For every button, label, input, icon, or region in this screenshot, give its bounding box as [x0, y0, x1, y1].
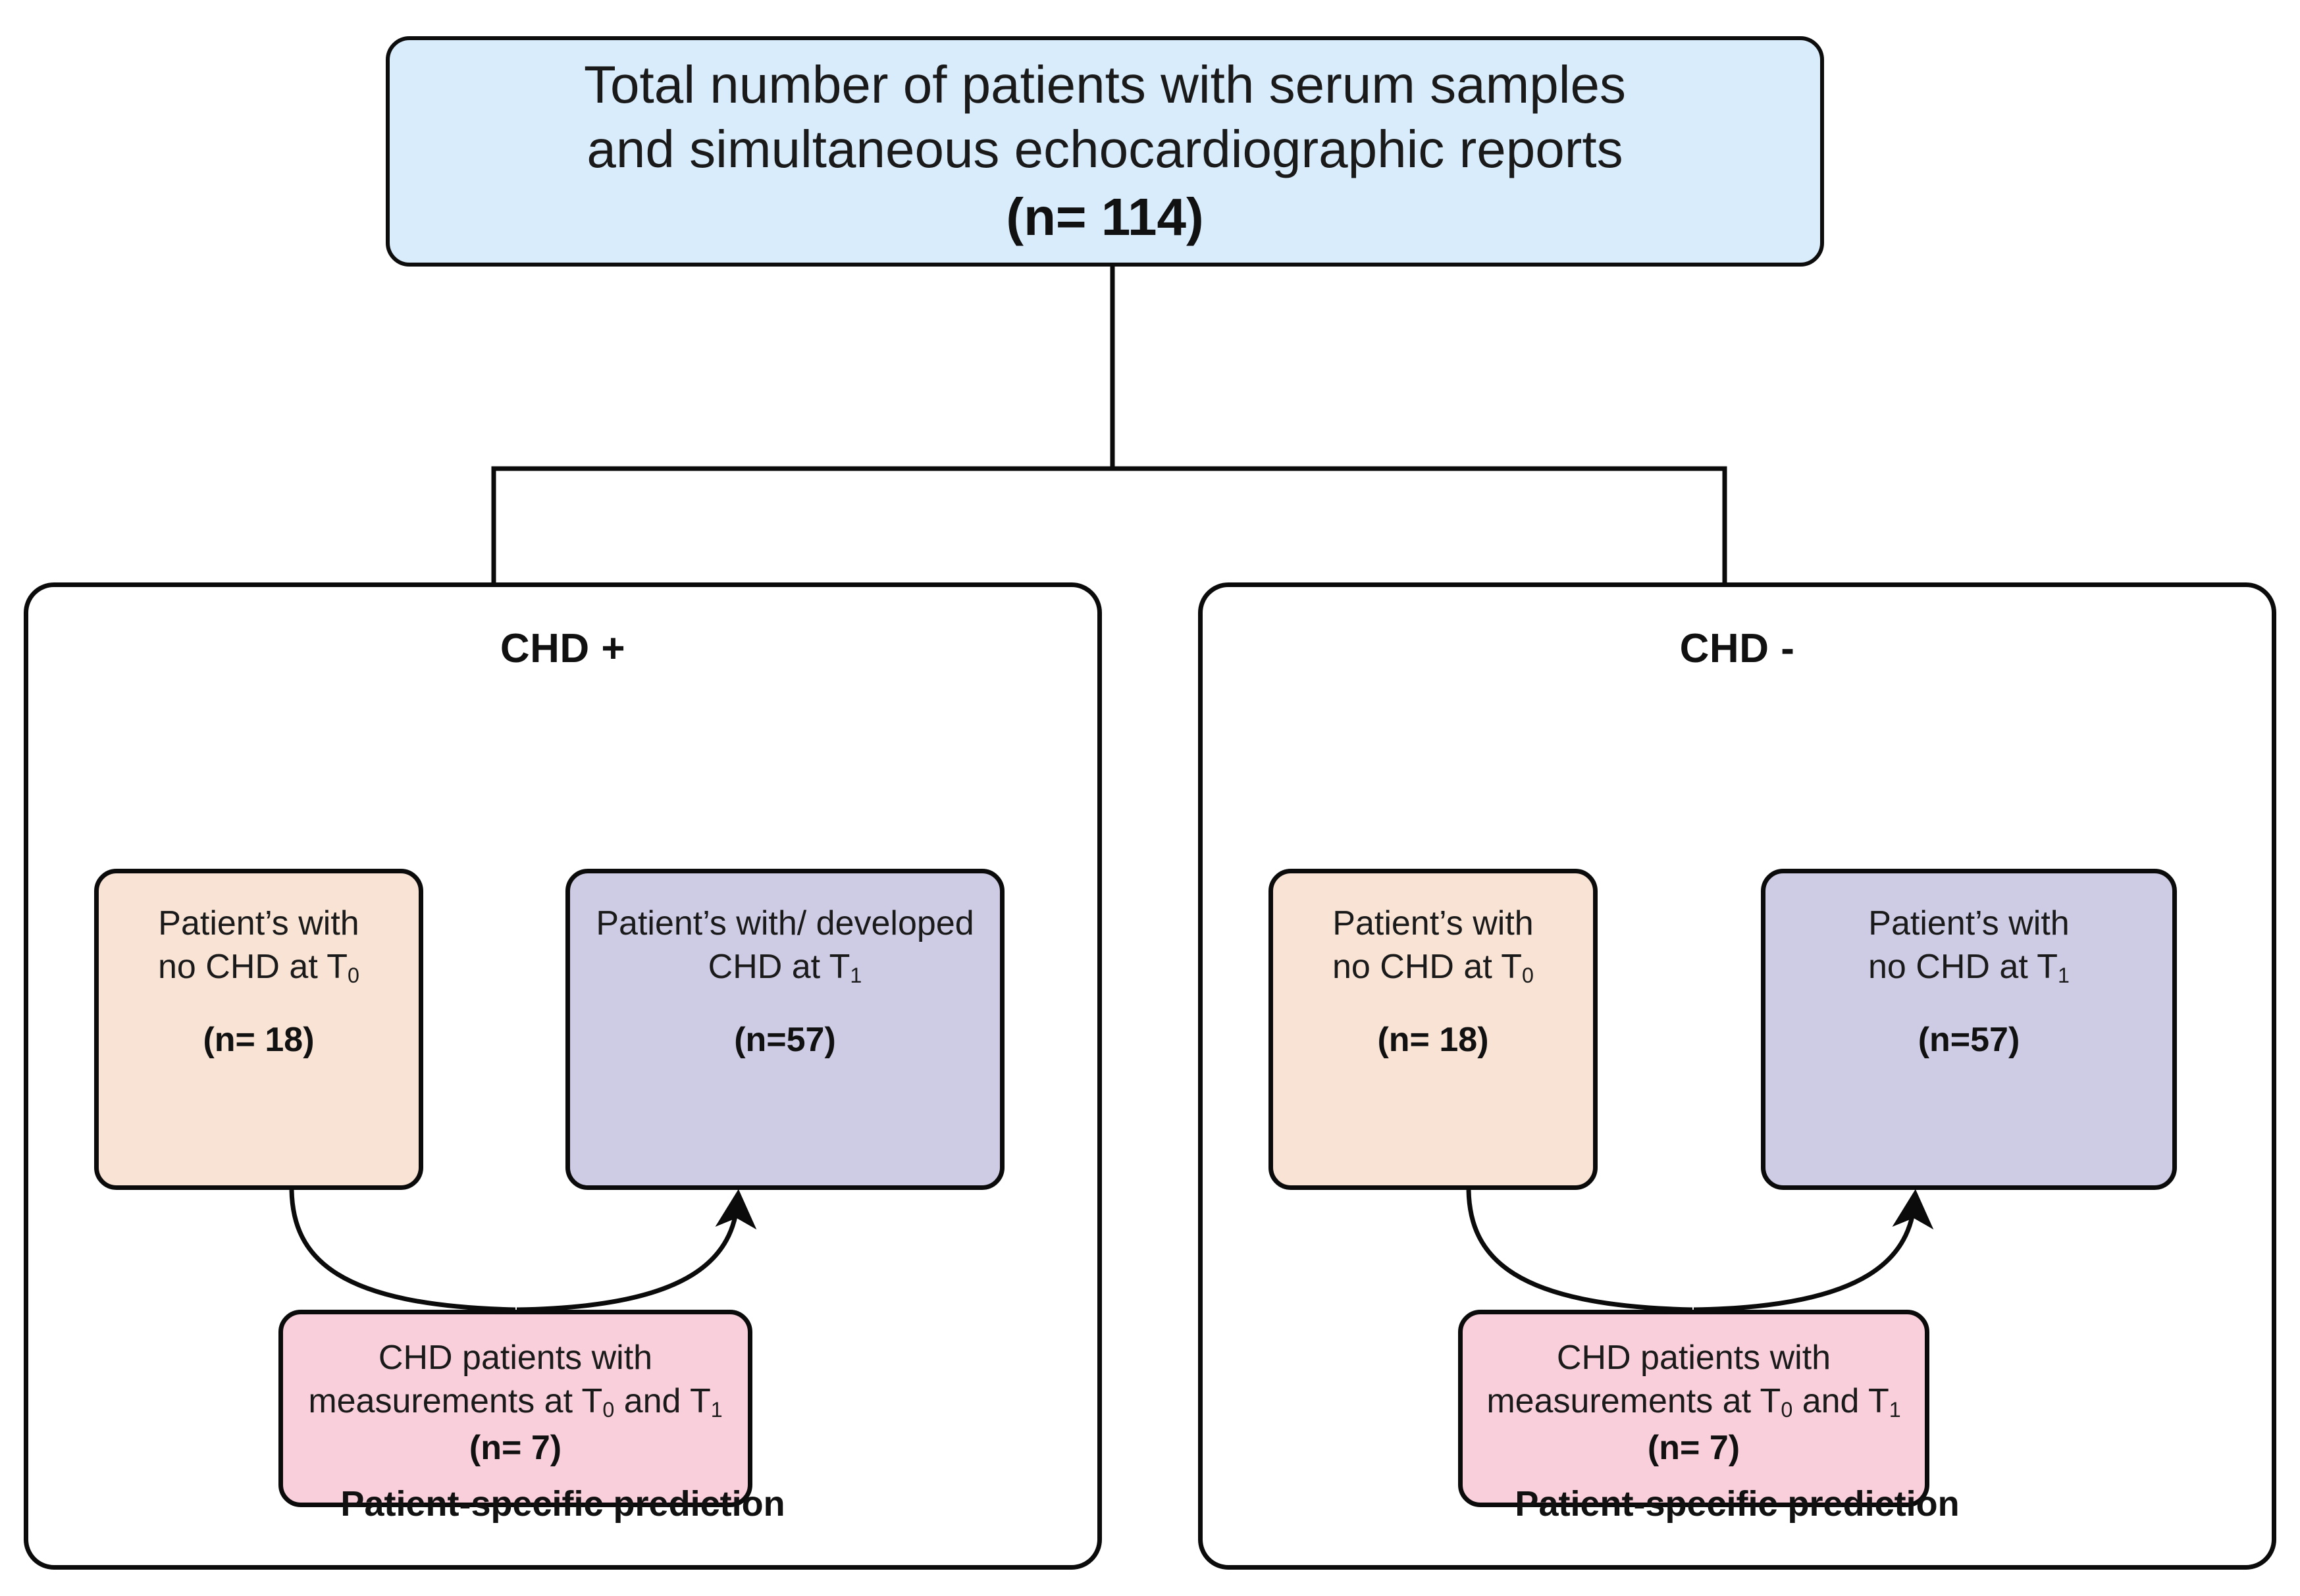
card-baseline-left-count: (n= 18)	[203, 1021, 315, 1060]
card-followup-left: Patient’s with/ developed CHD at T1 (n=5…	[565, 869, 1005, 1190]
subscript-t0: 0	[1781, 1397, 1793, 1422]
card-baseline-right-count: (n= 18)	[1377, 1021, 1489, 1060]
panel-chd-negative: CHD - Patient’s with no CHD at T0 (n= 18…	[1198, 582, 2276, 1570]
subscript-t1: 1	[710, 1397, 723, 1422]
arrow-baseline-to-paired	[289, 1189, 516, 1312]
card-paired-right-count: (n= 7)	[1647, 1429, 1740, 1468]
panel-title-chd-negative: CHD -	[1679, 626, 1795, 671]
card-followup-left-line2: CHD at T1	[708, 947, 862, 987]
card-baseline-left-line2: no CHD at T0	[158, 947, 359, 987]
subscript-t0: 0	[1522, 963, 1534, 987]
total-patients-line2: and simultaneous echocardiographic repor…	[587, 120, 1623, 178]
total-patients-line1: Total number of patients with serum samp…	[584, 55, 1626, 115]
card-followup-right-line2: no CHD at T1	[1868, 947, 2070, 987]
card-baseline-left-line1: Patient’s with	[158, 904, 359, 942]
panel-footer-right: Patient-specific prediction	[1515, 1484, 1960, 1524]
card-followup-right-line1: Patient’s with	[1868, 904, 2070, 942]
total-patients-count: (n= 114)	[1006, 187, 1204, 246]
subscript-t1: 1	[850, 963, 862, 987]
subscript-t1: 1	[1889, 1397, 1901, 1422]
subscript-t0: 0	[348, 963, 359, 987]
card-paired-left: CHD patients with measurements at T0 and…	[278, 1310, 752, 1507]
subscript-t0: 0	[602, 1397, 615, 1422]
card-baseline-left: Patient’s with no CHD at T0 (n= 18)	[94, 869, 423, 1190]
panel-footer-left: Patient-specific prediction	[340, 1484, 785, 1524]
arrow-paired-to-followup	[1693, 1189, 1934, 1312]
card-paired-right-line1: CHD patients with	[1556, 1339, 1831, 1377]
card-paired-left-line1: CHD patients with	[378, 1339, 653, 1377]
card-followup-right-count: (n=57)	[1918, 1021, 2020, 1060]
card-paired-left-line2: measurements at T0 and T1	[308, 1381, 723, 1422]
panel-chd-positive: CHD + Patient’s with no CHD at T0 (n= 18…	[24, 582, 1102, 1570]
card-baseline-right-line1: Patient’s with	[1332, 904, 1534, 942]
card-paired-right: CHD patients with measurements at T0 and…	[1458, 1310, 1929, 1507]
panel-title-chd-positive: CHD +	[500, 626, 626, 671]
card-baseline-right: Patient’s with no CHD at T0 (n= 18)	[1268, 869, 1598, 1190]
card-followup-right: Patient’s with no CHD at T1 (n=57)	[1761, 869, 2177, 1190]
subscript-t1: 1	[2058, 963, 2070, 987]
arrow-baseline-to-paired	[1466, 1189, 1693, 1312]
card-followup-left-count: (n=57)	[734, 1021, 836, 1060]
arrow-paired-to-followup	[516, 1189, 757, 1312]
card-paired-left-count: (n= 7)	[469, 1429, 562, 1468]
card-paired-right-line2: measurements at T0 and T1	[1486, 1381, 1901, 1422]
card-followup-left-line1: Patient’s with/ developed	[596, 904, 974, 942]
total-patients-box: Total number of patients with serum samp…	[386, 36, 1824, 267]
card-baseline-right-line2: no CHD at T0	[1332, 947, 1534, 987]
